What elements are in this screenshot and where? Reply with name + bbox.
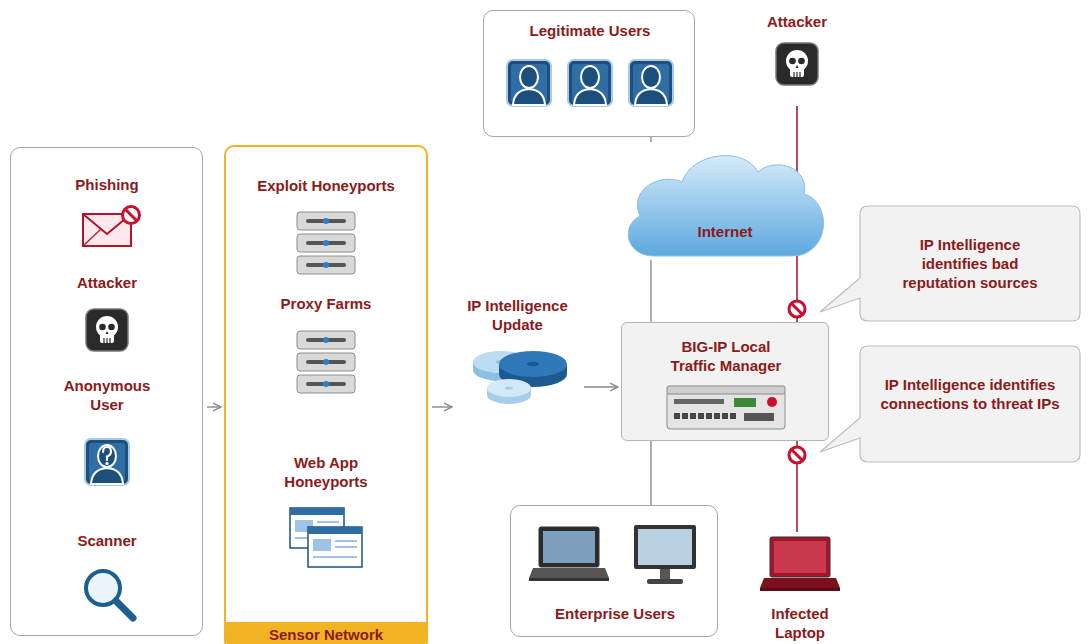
node-label: Internet: [660, 222, 790, 241]
phishing-envelope-icon: [81, 204, 143, 250]
connector: [650, 137, 652, 142]
source-panel: PhishingAttackerAnonymous UserScanner: [10, 147, 203, 636]
big-ip-box: BIG-IP Local Traffic Manager: [621, 322, 829, 441]
legitimate-users-box: Legitimate Users: [483, 10, 695, 137]
node-label: Attacker: [757, 12, 837, 31]
big-ip-device-icon: [666, 385, 786, 431]
node-label: IP Intelligence Update: [455, 296, 580, 334]
callout-box: IP Intelligence identifies connections t…: [860, 346, 1080, 462]
node-label: Proxy Farms: [236, 294, 416, 313]
node-label: Exploit Honeyports: [236, 176, 416, 195]
internet-cloud-shape: [620, 142, 830, 262]
desktop-icon: [633, 524, 697, 588]
connector: [650, 441, 652, 505]
connector: [207, 406, 221, 407]
laptop-icon: [529, 526, 609, 582]
infected-laptop-icon: [760, 536, 840, 592]
skull-icon: [775, 42, 819, 86]
node-label: Attacker: [32, 273, 182, 292]
node-label: Enterprise Users: [511, 604, 719, 623]
block-symbol: [789, 447, 805, 463]
database-discs-icon: [463, 342, 573, 408]
node-label: Legitimate Users: [484, 21, 696, 40]
panel-tab-label: Sensor Network: [224, 622, 428, 644]
node-label: Scanner: [32, 531, 182, 550]
ip-intelligence-update: IP Intelligence Update: [455, 296, 580, 412]
node-label: BIG-IP Local Traffic Manager: [661, 337, 791, 375]
server-stack-icon: [296, 330, 356, 396]
sensor-network-panel: Exploit HoneyportsProxy FarmsWeb App Hon…: [224, 145, 428, 644]
block-symbol: [789, 301, 805, 317]
node-label: Anonymous User: [57, 376, 157, 414]
user-icon: [628, 59, 674, 107]
infected-laptop: Infected Laptop: [745, 532, 855, 644]
scanner-magnifier-icon: [79, 564, 139, 624]
node-label: IP Intelligence identifies bad reputatio…: [890, 235, 1050, 292]
user-icon: [506, 59, 552, 107]
enterprise-users-box: Enterprise Users: [510, 505, 718, 637]
internet-cloud: Internet: [620, 142, 830, 260]
callout-box: IP Intelligence identifies bad reputatio…: [860, 206, 1080, 321]
node-label: Infected Laptop: [745, 604, 855, 642]
connector: [432, 406, 452, 407]
web-app-window-icon: [289, 507, 363, 569]
node-label: Web App Honeyports: [261, 453, 391, 491]
connector: [650, 260, 652, 322]
node-label: IP Intelligence identifies connections t…: [880, 375, 1060, 413]
attacker-source: Attacker: [757, 8, 837, 106]
server-stack-icon: [296, 211, 356, 277]
connector: [584, 386, 618, 387]
skull-icon: [85, 308, 129, 352]
anonymous-user-icon: [84, 438, 130, 486]
user-icon: [567, 59, 613, 107]
node-label: Phishing: [32, 175, 182, 194]
